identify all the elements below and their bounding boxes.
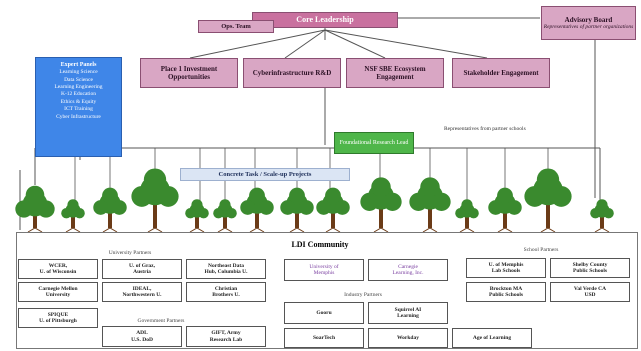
tree-icon [93,187,127,233]
partner-line: Age of Learning [472,334,512,341]
expert-item: Data Science [64,76,93,83]
industry-partners-label: Industry Partners [344,292,382,298]
partner-box: Age of Learning [452,328,532,348]
partner-line: Public Schools [488,292,524,298]
partner-line: Learning, Inc. [392,270,424,276]
university-partners-label: University Partners [108,250,152,256]
area-ecosystem-box: NSF SBE Ecosystem Engagement [346,58,444,88]
tree-icon [488,187,522,233]
expert-item: Cyber Infrastructure [56,113,101,120]
partner-line: Lab Schools [491,268,521,274]
ops-team-box: Ops. Team [198,20,274,33]
partner-line: U. of Pittsburgh [39,318,77,324]
tree-icon [590,199,614,233]
expert-item: Learning Science [59,69,98,76]
tree-icon [409,177,451,233]
partner-line: Austria [133,269,151,275]
partner-line: Carnegie Mellon [38,285,78,292]
partner-line: U.S. DoD [131,336,153,343]
partner-line: Research Lab [209,336,243,343]
representatives-label: Representatives from partner schools [444,126,526,132]
partner-line: Workday [396,334,419,341]
core-leadership-box: Core Leadership [252,12,398,28]
partner-line: WCER, [48,262,68,269]
partner-line: Memphis [313,270,335,276]
expert-panels-box: Expert Panels Learning Science Data Scie… [35,57,122,157]
school-partners-label: School Partners [523,247,559,253]
partner-line: Hub, Columbia U. [204,269,248,275]
tree-icon [360,177,402,233]
partner-box: U. of Graz,Austria [102,259,182,279]
partner-line: Carnegie [398,263,418,270]
expert-item: K-12 Education [61,91,96,98]
advisory-board-box: Advisory Board Representatives of partne… [541,6,636,40]
partner-line: SPIQUE [47,311,69,318]
expert-item: ICT Training [64,106,93,113]
partner-box: WCER,U. of Wisconsin [18,259,98,279]
tree-icon [213,199,237,233]
tree-icon [15,185,55,233]
tree-icon [280,187,314,233]
expert-item: Learning Engineering [54,83,103,90]
partner-line: Gooru [316,309,332,316]
partner-line: Squirrel AI [394,306,422,313]
partner-line: Northeast Data [208,262,244,269]
projects-banner: Concrete Task / Scale-up Projects [180,168,350,181]
advisory-board-subtitle: Representatives of partner organizations [543,23,634,30]
partner-box: IDEAL,Northwestern U. [102,282,182,302]
partner-line: University [45,292,71,298]
tree-icon [524,168,572,233]
partner-line: ADL [136,330,148,337]
tree-icon [61,199,85,233]
partner-line: Val Verde CA [573,285,607,292]
tree-icon [240,187,274,233]
area-stakeholder-box: Stakeholder Engagement [452,58,550,88]
partner-line: U. of Wisconsin [39,269,77,275]
partner-line: Christian [214,285,238,292]
advisory-board-title: Advisory Board [564,15,613,24]
partner-line: GIFT, Army [211,330,241,337]
partner-line: Public Schools [572,268,608,274]
area-cyberinfrastructure-box: Cyberinfrastructure R&D [243,58,341,88]
partner-box: Gooru [284,302,364,324]
partner-line: Learning [397,313,419,319]
tree-icon [131,168,179,233]
partner-line: Northwestern U. [122,292,162,298]
ldi-community-title: LDI Community [291,240,349,249]
partner-box: Workday [368,328,448,348]
partner-line: SoarTech [312,334,336,341]
partner-line: USD [584,292,596,298]
area-investment-box: Place 1 Investment Opportunities [140,58,238,88]
partner-line: Brockton MA [489,285,523,292]
partner-line: Brothers U. [212,292,240,298]
partner-line: U. of Memphis [488,261,524,268]
government-partners-label: Government Partners [137,318,185,324]
tree-icon [455,199,479,233]
tree-icon [185,199,209,233]
partner-line: University of [309,263,339,270]
partner-line: IDEAL, [132,285,152,292]
partner-box: SoarTech [284,328,364,348]
expert-panels-title: Expert Panels [60,62,97,68]
expert-item: Ethics & Equity [60,98,97,105]
tree-icon [316,187,350,233]
partner-line: Shelby County [572,261,608,268]
research-lead-box: Foundational Research Lead [334,132,414,154]
partner-line: U. of Graz, [129,262,155,269]
